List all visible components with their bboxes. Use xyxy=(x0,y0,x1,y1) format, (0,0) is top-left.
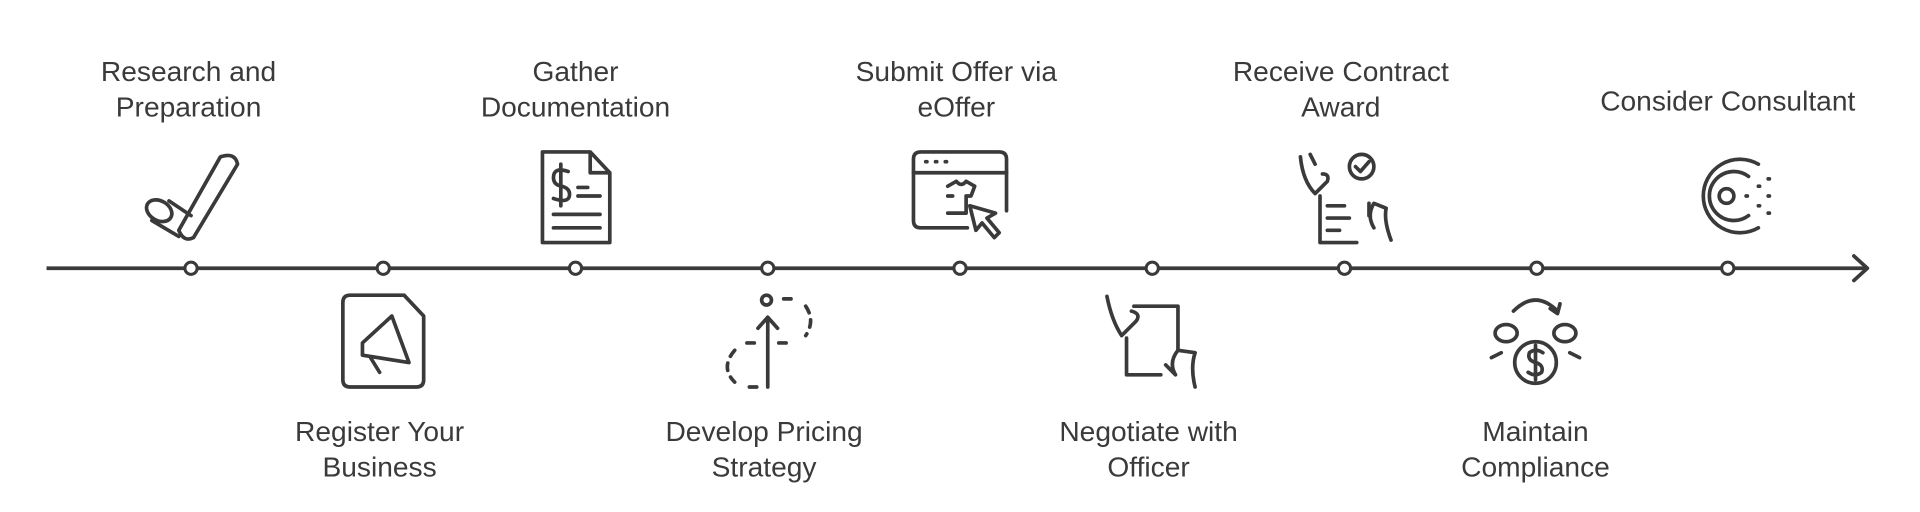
axis-arrow-icon xyxy=(1852,254,1870,283)
step-consider-consultant: Consider Consultant xyxy=(1600,85,1855,235)
step-develop-pricing-strategy: Develop Pricing Strategy xyxy=(665,293,863,482)
step-submit-offer: Submit Offer via eOffer xyxy=(856,56,1058,240)
step-label-line1: Consider Consultant xyxy=(1600,85,1855,116)
step-label-line1: Maintain xyxy=(1482,416,1588,447)
step-label-line2: Compliance xyxy=(1461,451,1610,482)
step-research-preparation: Research and Preparation xyxy=(101,56,276,241)
step-label-line1: Submit Offer via xyxy=(856,56,1058,87)
step-label-line2: Strategy xyxy=(712,451,818,482)
step-negotiate-officer: Negotiate with Officer xyxy=(1059,294,1238,482)
hands-tablet-icon xyxy=(1105,294,1197,389)
browser-click-icon xyxy=(911,150,1009,240)
step-label-line2: Award xyxy=(1301,91,1380,122)
money-cycle-icon xyxy=(1489,298,1582,386)
step-label-line2: eOffer xyxy=(917,91,995,122)
milestone-dot xyxy=(952,260,968,276)
milestone-dot xyxy=(1720,260,1736,276)
consultant-c-icon xyxy=(1701,157,1772,235)
milestone-dot xyxy=(760,260,776,276)
milestone-dot xyxy=(1529,260,1545,276)
contract-check-icon xyxy=(1298,152,1393,245)
step-label-line2: Business xyxy=(322,451,436,482)
step-label-line1: Register Your xyxy=(295,416,464,447)
step-maintain-compliance: Maintain Compliance xyxy=(1461,298,1610,482)
milestone-dots xyxy=(183,260,1736,276)
step-label-line1: Negotiate with xyxy=(1059,416,1237,447)
rolling-pin-icon xyxy=(144,153,240,241)
megaphone-document-icon xyxy=(341,293,426,389)
step-label-line2: Documentation xyxy=(481,91,670,122)
step-label-line1: Receive Contract xyxy=(1233,56,1449,87)
step-gather-documentation: Gather Documentation xyxy=(481,56,670,245)
step-label-line2: Officer xyxy=(1107,451,1189,482)
step-label-line1: Develop Pricing xyxy=(665,416,862,447)
step-label-line1: Research and xyxy=(101,56,276,87)
milestone-dot xyxy=(375,260,391,276)
growth-arrow-icon xyxy=(725,293,813,389)
step-receive-contract-award: Receive Contract Award xyxy=(1233,56,1449,245)
invoice-document-icon xyxy=(540,150,612,245)
milestone-dot xyxy=(183,260,199,276)
step-register-business: Register Your Business xyxy=(295,293,464,482)
milestone-dot xyxy=(567,260,584,276)
step-label-line2: Preparation xyxy=(116,91,262,122)
step-label-line1: Gather xyxy=(532,56,618,87)
milestone-dot xyxy=(1144,260,1160,276)
milestone-dot xyxy=(1336,260,1353,276)
